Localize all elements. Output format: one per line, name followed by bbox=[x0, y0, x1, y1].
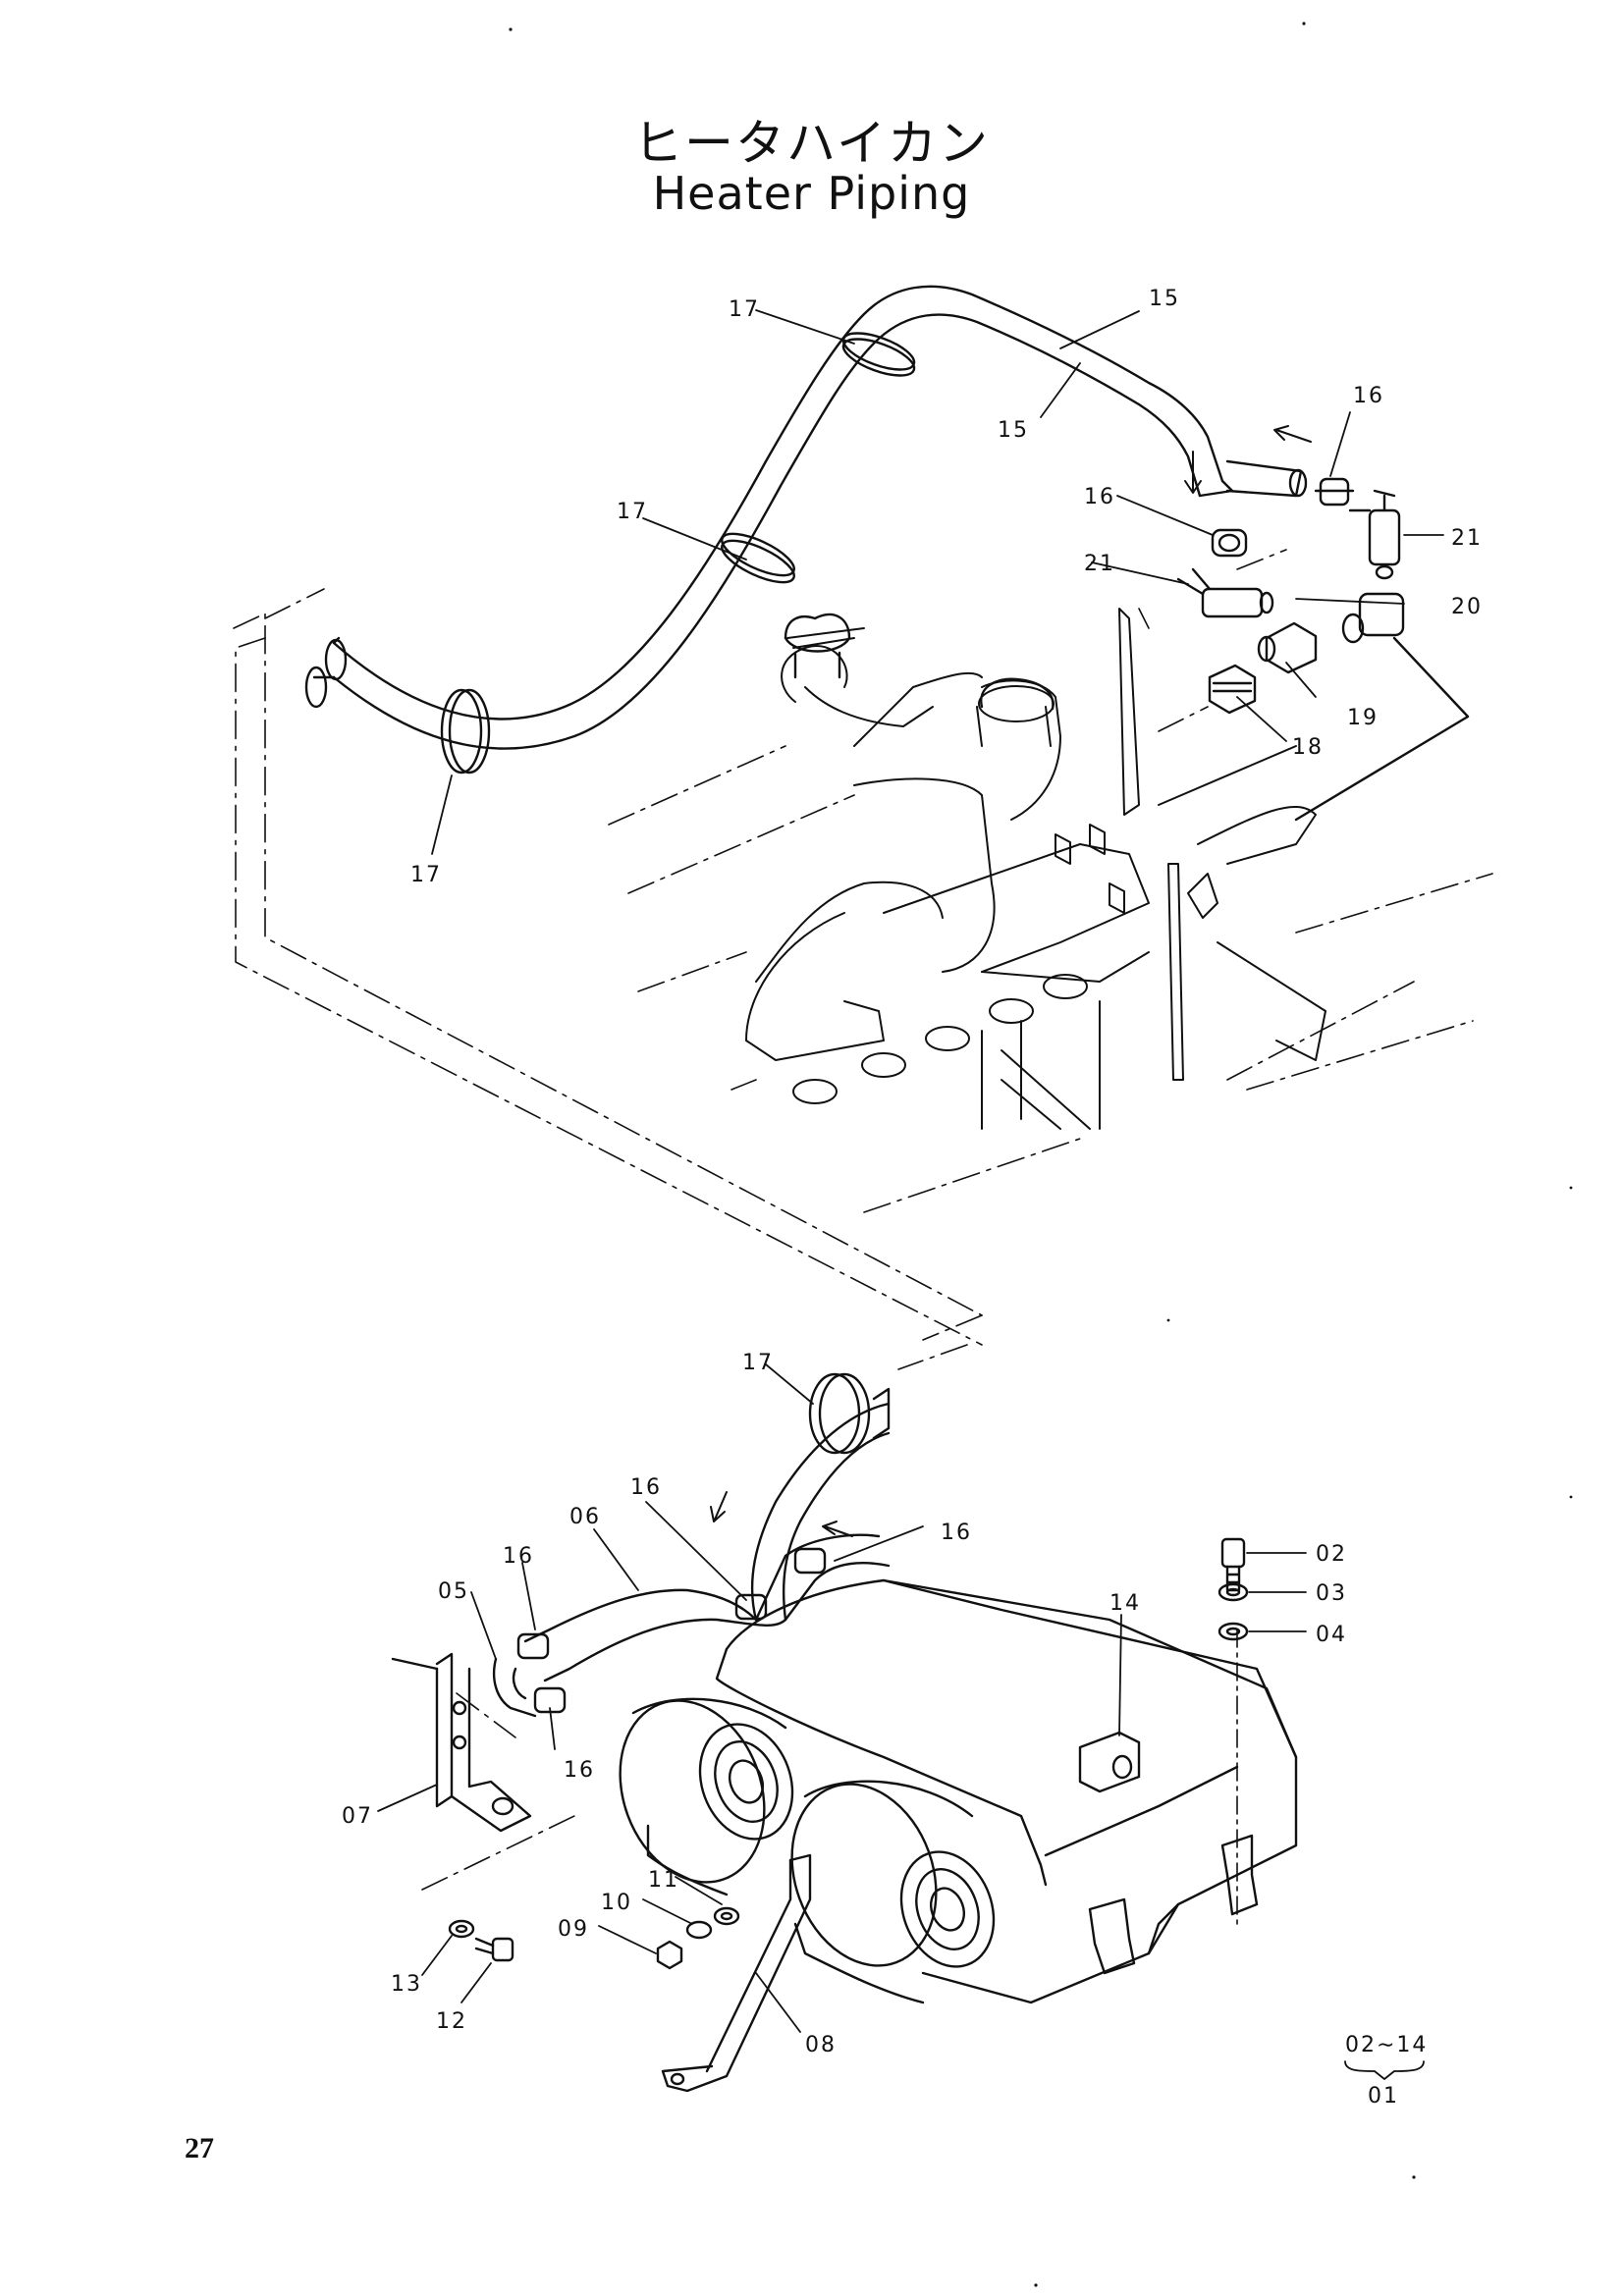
heater-switch-14 bbox=[1078, 1731, 1141, 1793]
page-number: 27 bbox=[185, 2132, 214, 2164]
hose-clamp-17-lower bbox=[808, 1372, 891, 1455]
callout-21-left: 21 bbox=[1084, 552, 1115, 576]
bracket-07 bbox=[391, 1652, 532, 1833]
hose-clamp-16-top-right bbox=[1314, 477, 1355, 507]
callout-17-lower: 17 bbox=[742, 1351, 774, 1375]
diagram-title-japanese: ヒータハイカン bbox=[633, 115, 990, 172]
callout-15-upper: 15 bbox=[1149, 287, 1180, 311]
range-note-assembly: 01 bbox=[1368, 2084, 1399, 2109]
mounting-brackets bbox=[1088, 1834, 1259, 1975]
plug-18 bbox=[1208, 664, 1257, 715]
stay-08 bbox=[661, 1853, 812, 2093]
hardware-12-13 bbox=[448, 1919, 514, 1962]
hardware-09-10-11 bbox=[656, 1906, 740, 1970]
callout-13: 13 bbox=[391, 1972, 422, 1997]
callout-20: 20 bbox=[1451, 595, 1483, 619]
callout-17-left: 17 bbox=[410, 863, 442, 887]
callout-05: 05 bbox=[438, 1579, 469, 1604]
drain-cock-21-right bbox=[1348, 489, 1401, 580]
scan-specks bbox=[509, 22, 1573, 2287]
upper-heater-pipe bbox=[332, 285, 1308, 750]
radiator-filler-cap bbox=[784, 613, 851, 679]
callout-16-center: 16 bbox=[1084, 485, 1115, 509]
heater-unit bbox=[646, 1578, 1298, 2004]
hose-clamp-17-b bbox=[721, 532, 795, 584]
leader-lines bbox=[377, 309, 1444, 2033]
callout-15-lower: 15 bbox=[998, 418, 1029, 443]
engine-outline bbox=[745, 608, 1326, 1130]
assembly-bracket-line bbox=[1294, 636, 1470, 822]
hose-clamps-16-lower bbox=[516, 1547, 827, 1714]
callout-10: 10 bbox=[601, 1891, 632, 1915]
lower-hose-run bbox=[492, 1402, 891, 1718]
callout-04: 04 bbox=[1316, 1623, 1347, 1647]
callout-16-lower-right: 16 bbox=[941, 1521, 972, 1545]
blower-fan-left bbox=[619, 1697, 794, 1884]
range-brace bbox=[1344, 2060, 1425, 2080]
callout-11: 11 bbox=[648, 1868, 679, 1893]
callout-18: 18 bbox=[1292, 735, 1324, 760]
coolant-outlet-pipe bbox=[980, 677, 1055, 711]
hose-clamp-17-a bbox=[841, 332, 916, 377]
callout-21-right: 21 bbox=[1451, 526, 1483, 551]
callout-17-mid: 17 bbox=[617, 500, 648, 524]
callout-02: 02 bbox=[1316, 1542, 1347, 1567]
callout-17-top: 17 bbox=[729, 297, 760, 322]
callout-14: 14 bbox=[1109, 1591, 1141, 1616]
callout-08: 08 bbox=[805, 2033, 837, 2057]
range-note: 02∼14 01 bbox=[1345, 2033, 1428, 2109]
callout-09: 09 bbox=[558, 1917, 589, 1942]
pipe-stubs bbox=[304, 636, 348, 709]
flow-arrows bbox=[710, 425, 1312, 1537]
blower-fan-right bbox=[790, 1780, 996, 1968]
drain-cock-21-left bbox=[1176, 567, 1274, 618]
callout-16-top-right: 16 bbox=[1353, 384, 1384, 408]
callout-16-lower-left: 16 bbox=[503, 1544, 534, 1569]
range-note-range: 02∼14 bbox=[1345, 2033, 1428, 2057]
hose-clamp-16-center bbox=[1211, 528, 1248, 558]
callout-16-lower-mid: 16 bbox=[630, 1475, 662, 1500]
callout-16-bottom: 16 bbox=[564, 1758, 595, 1783]
callout-06: 06 bbox=[569, 1505, 601, 1529]
diagram-title: Heater Piping bbox=[652, 167, 971, 220]
callout-19: 19 bbox=[1347, 706, 1379, 730]
elbow-fitting-20 bbox=[1341, 592, 1405, 644]
hose-clamp-17-c bbox=[440, 688, 491, 774]
adapter-19 bbox=[1257, 621, 1318, 674]
callout-12: 12 bbox=[436, 2009, 467, 2034]
callout-labels: 17 15 15 16 16 21 17 21 20 19 18 17 17 1… bbox=[342, 287, 1483, 2057]
callout-07: 07 bbox=[342, 1804, 373, 1829]
hardware-02-03-04 bbox=[1217, 1537, 1249, 1641]
callout-03: 03 bbox=[1316, 1581, 1347, 1606]
